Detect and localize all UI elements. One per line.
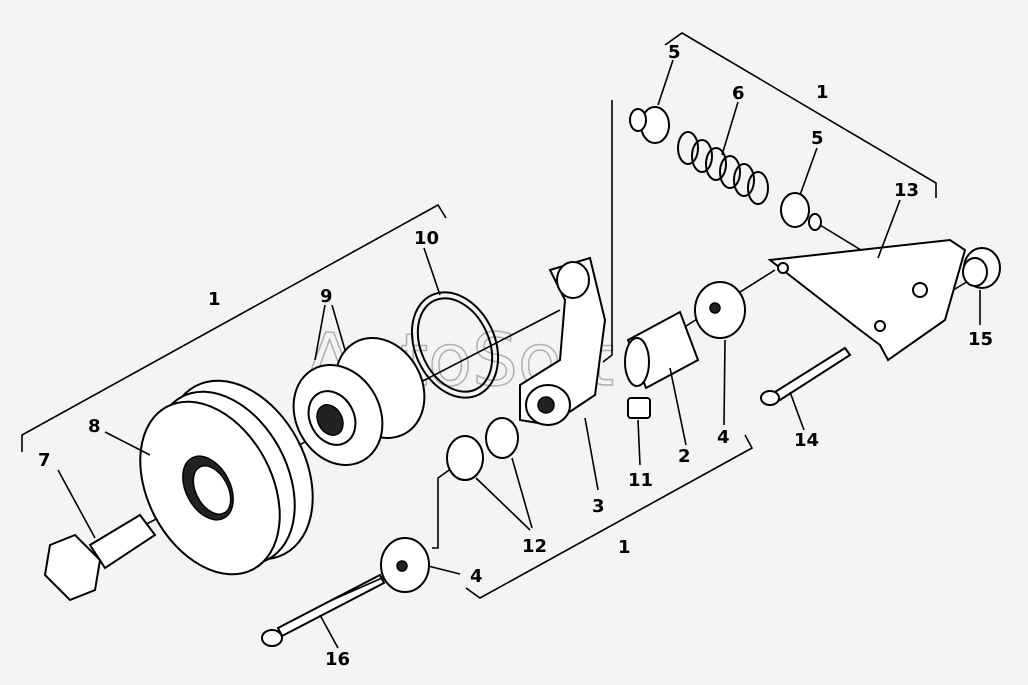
spring-cap-5-mid [780,192,822,231]
washer-4-right [694,281,746,339]
leader-8 [104,431,151,456]
label-5-mid: 5 [811,128,824,149]
leader-9-a [314,304,326,361]
pin-2 [624,310,700,390]
label-4-bottom: 4 [470,566,483,587]
bushings-12 [446,417,519,481]
label-15: 15 [968,329,993,350]
bolt-14 [760,346,852,406]
label-4-right: 4 [717,427,730,448]
label-10: 10 [414,228,439,249]
label-16: 16 [325,649,350,670]
leader-5-top [657,59,674,106]
leader-16 [319,614,339,649]
spacer-15 [962,247,1001,289]
leader-12-b [511,457,533,529]
label-9: 9 [320,286,333,307]
label-2: 2 [678,446,691,467]
bracket-top-assembly [664,32,937,198]
bracket-plate-13 [767,238,967,362]
pulley-8 [139,379,314,576]
leader-2 [669,367,687,446]
leader-9-b [331,304,346,351]
label-3: 3 [592,496,605,517]
leader-10 [423,247,441,296]
leader-4-bottom [427,565,461,575]
tensioner-arm-3 [519,256,607,427]
leader-5-mid [799,147,818,196]
label-5-top: 5 [668,42,681,63]
spring-cap-5-top [629,106,670,144]
bushing-axis-line [432,467,453,549]
leader-12-a [475,477,531,531]
label-1-top: 1 [816,82,829,103]
bracket-left-assembly [21,203,447,452]
bearings-9 [292,337,426,466]
label-6: 6 [732,83,745,104]
leader-3 [584,417,599,491]
hex-bolt-7 [43,513,157,602]
label-8: 8 [88,416,101,437]
label-1-bottom: 1 [618,537,631,558]
bracket-bottom-assembly [465,434,754,599]
label-7: 7 [38,450,51,471]
grease-nipple-11 [627,397,651,419]
leader-14 [789,391,805,431]
leader-7 [57,469,96,539]
spring-axis-line [602,100,613,363]
label-11: 11 [628,470,653,491]
spring-6 [677,131,769,205]
washer-4-bottom [380,537,430,593]
leader-11 [637,419,641,466]
leader-13 [877,199,901,259]
label-14: 14 [794,430,819,451]
long-bolt-16 [261,573,386,647]
label-13: 13 [894,180,919,201]
label-1-left: 1 [208,289,221,310]
leader-6 [721,101,739,156]
label-12: 12 [522,536,547,557]
leader-4-right [723,339,726,426]
retaining-ring-10 [410,291,500,399]
